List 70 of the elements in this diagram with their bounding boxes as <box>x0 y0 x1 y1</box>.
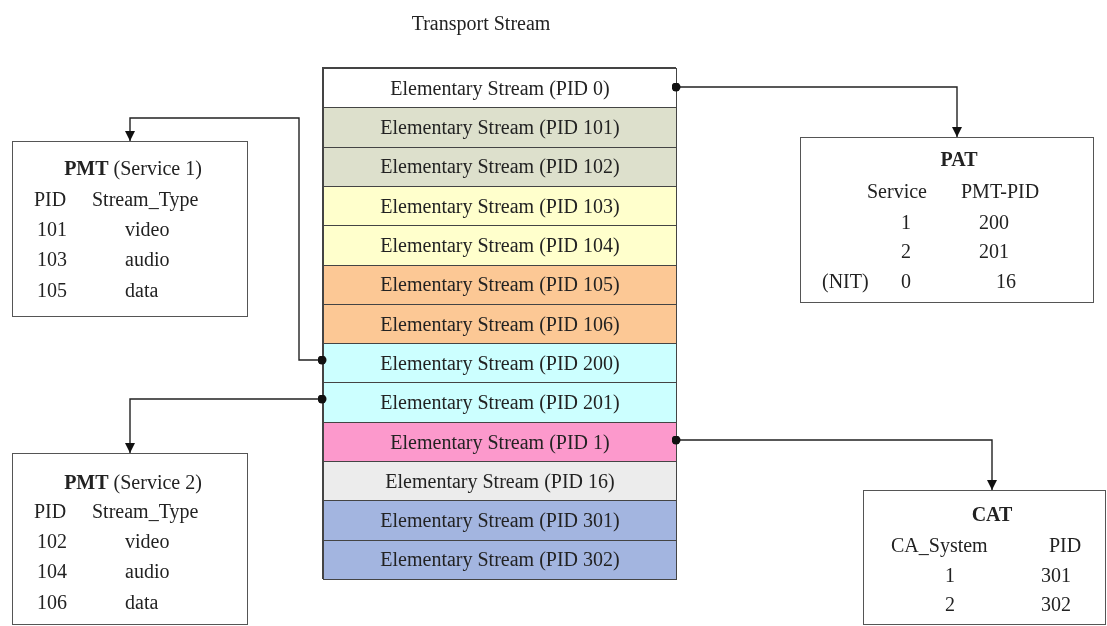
column-heading: PID <box>1049 534 1082 556</box>
table-panel <box>863 490 1106 625</box>
stream-label: Elementary Stream (PID 200) <box>380 352 620 375</box>
table-panel <box>800 137 1094 303</box>
table-value: 2 <box>945 593 955 615</box>
stream-label: Elementary Stream (PID 106) <box>380 312 620 336</box>
stream-row <box>323 382 677 424</box>
table-value: 105 <box>37 279 67 301</box>
table-value: 0 <box>901 270 911 292</box>
table-value: video <box>125 530 170 552</box>
table-value: 102 <box>37 530 67 552</box>
stream-row <box>323 303 677 345</box>
stream-label: Elementary Stream (PID 301) <box>380 509 620 533</box>
column-heading: PID <box>34 188 67 210</box>
stream-label: Elementary Stream (PID 103) <box>380 194 620 218</box>
table-value: audio <box>125 248 170 270</box>
stream-row <box>323 461 677 502</box>
connector-arrow <box>671 82 962 138</box>
stream-row <box>323 264 677 306</box>
table-value: 16 <box>996 270 1016 292</box>
table-value: video <box>125 218 170 240</box>
stream-label: Elementary Stream (PID 16) <box>385 469 615 493</box>
stream-label: Elementary Stream (PID 0) <box>390 76 610 100</box>
table-value: (NIT) <box>822 270 869 292</box>
table-value: 1 <box>945 564 955 586</box>
table-value: 101 <box>37 218 67 240</box>
stream-label: Elementary Stream (PID 1) <box>390 430 610 454</box>
column-heading: CA_System <box>891 534 988 556</box>
stream-row <box>323 185 677 227</box>
stream-row <box>323 225 677 266</box>
stream-label: Elementary Stream (PID 104) <box>380 234 620 258</box>
connector-arrow <box>671 435 997 491</box>
stream-row <box>323 539 677 581</box>
table-value: 104 <box>37 560 67 582</box>
table-value: 201 <box>979 240 1009 262</box>
table-value: 106 <box>37 591 67 613</box>
table-heading: CAT <box>971 503 1013 525</box>
table-heading: PMT (Service 1) <box>64 157 202 179</box>
table-value: 1 <box>901 211 911 233</box>
connector-arrow <box>125 117 327 365</box>
column-heading: Stream_Type <box>92 500 199 522</box>
stream-label: Elementary Stream (PID 201) <box>380 391 620 415</box>
stack-heading: Transport Stream <box>411 12 551 34</box>
stream-label: Elementary Stream (PID 101) <box>380 116 620 140</box>
table-value: audio <box>125 560 170 582</box>
column-heading: PID <box>34 500 67 522</box>
table-heading: PMT (Service 2) <box>64 471 202 493</box>
stream-row <box>323 343 677 384</box>
stream-row <box>323 107 677 149</box>
stream-row <box>323 421 677 463</box>
stream-row <box>323 146 677 188</box>
table-value: 2 <box>901 240 911 262</box>
table-value: data <box>125 591 159 613</box>
stream-label: Elementary Stream (PID 102) <box>380 155 620 179</box>
table-value: data <box>125 279 159 301</box>
table-value: 302 <box>1041 593 1071 615</box>
table-value: 103 <box>37 248 67 270</box>
table-panel <box>12 453 248 625</box>
column-heading: Stream_Type <box>92 188 199 210</box>
table-value: 200 <box>979 211 1009 233</box>
stream-label: Elementary Stream (PID 302) <box>380 548 620 572</box>
stream-label: Elementary Stream (PID 105) <box>380 273 620 297</box>
table-heading: PAT <box>940 148 978 170</box>
table-panel <box>12 141 248 317</box>
column-heading: Service <box>867 180 927 202</box>
connector-arrow <box>125 394 327 454</box>
column-heading: PMT-PID <box>961 180 1040 202</box>
stream-row <box>323 500 677 542</box>
table-value: 301 <box>1041 564 1071 586</box>
stream-row <box>323 68 677 109</box>
